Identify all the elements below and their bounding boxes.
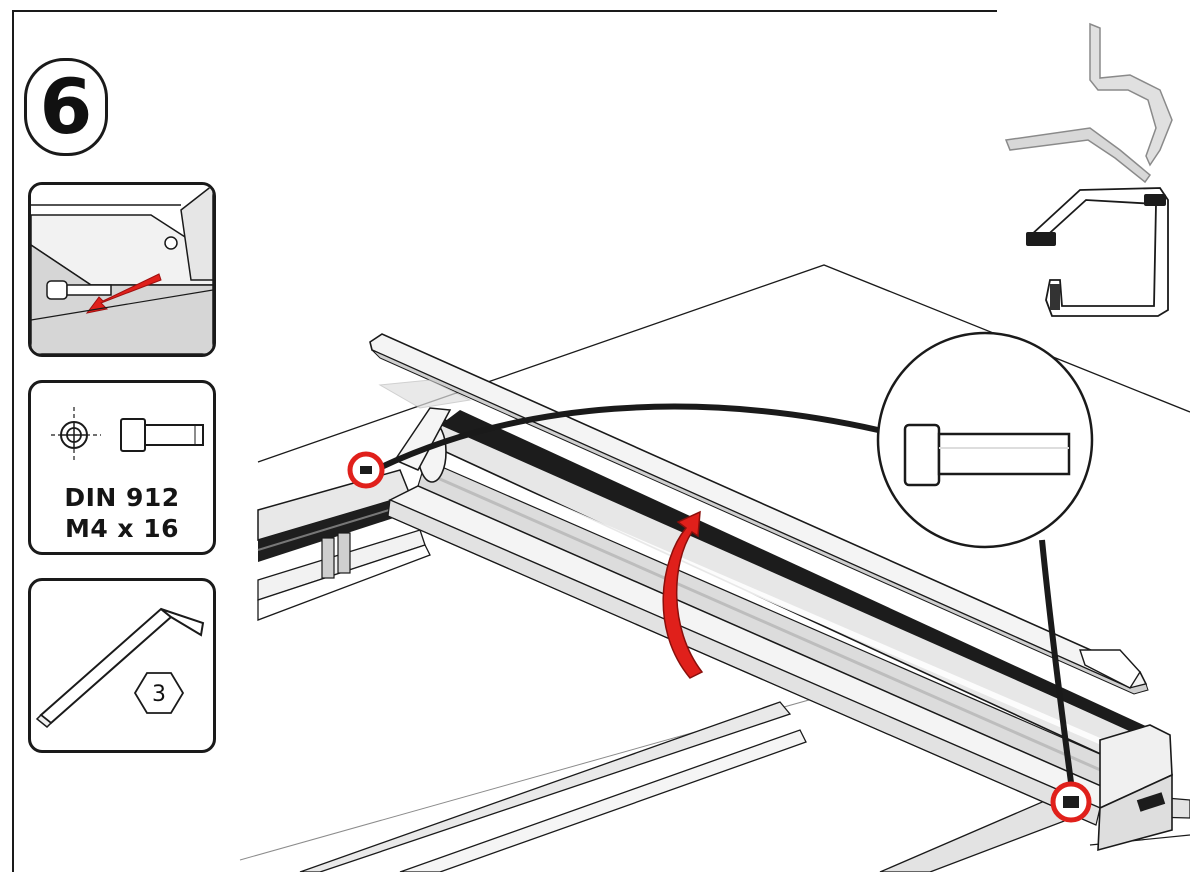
tool-panel: 3: [28, 578, 216, 753]
hex-size-label: 3: [152, 682, 166, 707]
loosen-screw-detail-icon: [31, 185, 213, 354]
bracket-parts-icon: [1004, 22, 1173, 317]
crosshair-washer-icon: [51, 407, 101, 463]
end-cap: [1097, 724, 1173, 852]
allen-key-icon: 3: [35, 607, 205, 729]
screw-size-label: M4 x 16: [64, 514, 180, 543]
cassette-profile: [387, 485, 1112, 826]
step-number: 6: [39, 62, 93, 151]
loosen-screw-detail-panel: [28, 182, 216, 357]
screw-spec-icons: [51, 407, 204, 463]
screw-highlight-right: [1050, 781, 1092, 823]
screw-highlight-left: [347, 451, 385, 489]
hex-size-badge: 3: [133, 672, 185, 714]
cap-screw-icon: [120, 418, 204, 452]
screw-magnifier-icon: [876, 331, 1094, 549]
cover-panel: [369, 333, 1149, 695]
frame-left-border: [12, 10, 14, 872]
roller-tube: [417, 410, 1150, 791]
step-number-badge: 6: [24, 58, 108, 156]
screw-standard-label: DIN 912: [64, 483, 180, 512]
frame-top-border: [12, 10, 997, 12]
screw-spec-panel: DIN 912 M4 x 16: [28, 380, 216, 555]
rotate-arrow-icon: [662, 510, 704, 679]
